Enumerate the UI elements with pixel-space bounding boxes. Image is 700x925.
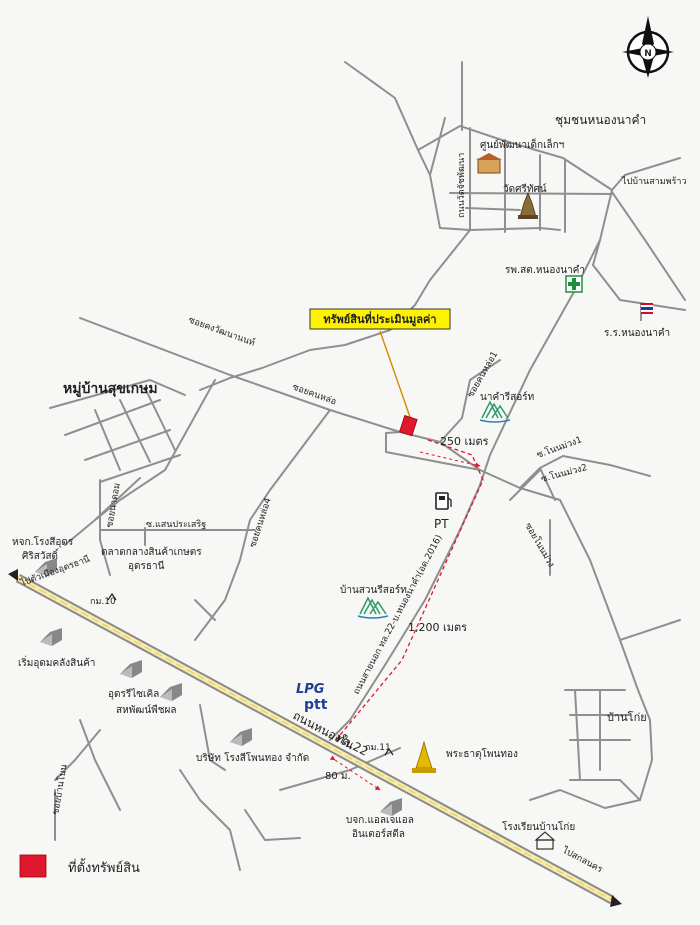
warehouse-icon [230,728,252,746]
rice-mill-label: บริษัท โรงสีโพนทอง จำกัด [196,751,309,764]
resort-suan-label: บ้านสวนรีสอร์ท [340,584,407,596]
ptt-logo: LPG ptt [296,682,328,713]
distance-250: 250 เมตร [440,435,489,448]
ban-koi-label: บ้านโก่ย [607,710,647,724]
stupa-label: พระธาตุโพนทอง [446,747,518,760]
legend-label: ที่ตั้งทรัพย์สิน [68,858,140,876]
school-icon [534,831,556,850]
subject-marker [399,415,418,437]
distance-labels: 250 เมตร 1,200 เมตร 80 ม. [325,435,489,782]
nakha-resort-label: นาคำรีสอร์ท [480,391,534,403]
road-labels: ถนนวัดจัชพัฒนา ซอยคงวัฒนานนท์ ซอยคนหล่อ … [18,153,604,876]
community-label: ชุมชนหนองนาคำ [555,113,646,128]
resort-icon [479,400,511,423]
resort-icon-south [357,596,389,619]
sahaphan-label: สหพัฒน์พืชผล [116,704,177,716]
fuel-station-icon [435,492,452,510]
road-khongrat: ซอยคงวัฒนานนท์ [187,314,257,349]
bgk-line1: บจก.แอลเจแอล [346,815,414,826]
warehouse-icon [120,660,142,678]
lp-oodorn-line1: หจก.โรงสีอุดร [12,535,74,548]
temple-icon [518,191,538,219]
thai-flag-icon [640,303,653,321]
compass-letter: N [644,49,652,59]
road-west: ซอยนาดอม [105,482,123,528]
subject-callout: ทรัพย์สินที่ประเมินมูลค่า [309,308,451,437]
warehouse-icons [35,558,402,816]
subject-label: ทรัพย์สินที่ประเมินมูลค่า [323,311,436,327]
warehouse-label: เริ่มอุดมคลังสินค้า [18,655,95,669]
temple-label: วัดศรีทัศน์ [503,183,547,195]
road-wat-north: ถนนวัดจัชพัฒนา [457,153,467,218]
warehouse-icon [35,558,57,576]
place-labels: ชุมชนหนองนาคำ ศูนย์พัฒนาเด็กเล็กฯ วัดศรี… [12,113,687,840]
distance-lines [329,439,484,791]
road-saeng: ซ.แสนประเสริฐ [146,519,206,530]
to-village-label: ไปบ้านสามพร้าว [621,176,687,187]
hospital-label: รพ.สต.หนองนาคำ [505,265,585,276]
market-line1: ตลาดกลางสินค้าเกษตร [101,546,202,558]
km10-label: กม.10 [90,597,116,607]
road-network [49,61,686,871]
road-nonmuang: ซอยโนนม่วง [522,521,556,569]
road-nonmuang2: ซ.โนนม่วง2 [540,462,588,485]
village-label: หมู่บ้านสุขเกษม [63,381,158,397]
compass-icon: N [622,16,674,78]
warehouse-icon [40,628,62,646]
subject-label-box [309,308,451,330]
stupa-icon [412,740,436,773]
road-khonhlo4: ซอยคนหล่อ4 [248,497,274,549]
market-line2: อุดรธานี [128,560,165,572]
school-nongnakham-label: ร.ร.หนองนาคำ [604,328,670,339]
km-post-icons [107,592,394,756]
legend-swatch [19,854,47,878]
distance-80: 80 ม. [325,771,351,782]
distance-1200: 1,200 เมตร [408,621,467,634]
child-center-label: ศูนย์พัฒนาเด็กเล็กฯ [480,137,564,151]
lp-oodorn-line2: ศิริสวัสดิ์ [22,548,60,562]
warehouse-icon [380,798,402,816]
lpg-text: LPG [296,682,325,697]
udon-recycle-label: อุดรรีไซเคิล [108,688,159,700]
road-bottom: ซอยบ้านโนน [50,764,70,816]
school-building-icon [476,153,502,174]
warehouse-icon [160,683,182,701]
hospital-icon [565,275,583,293]
road-east: ถนนสายนอก ทล.22-บ.หนองนาคำ(อด.2016) [351,533,445,696]
pt-label: PT [434,517,449,531]
ptt-text: ptt [304,697,328,713]
bgk-line2: อินเตอร์สตีล [352,828,405,840]
km11-label: กม.11 [365,743,391,753]
legend: ที่ตั้งทรัพย์สิน [19,854,140,878]
highway-22 [8,569,622,907]
ban-koi-school-label: โรงเรียนบ้านโก่ย [502,820,575,833]
